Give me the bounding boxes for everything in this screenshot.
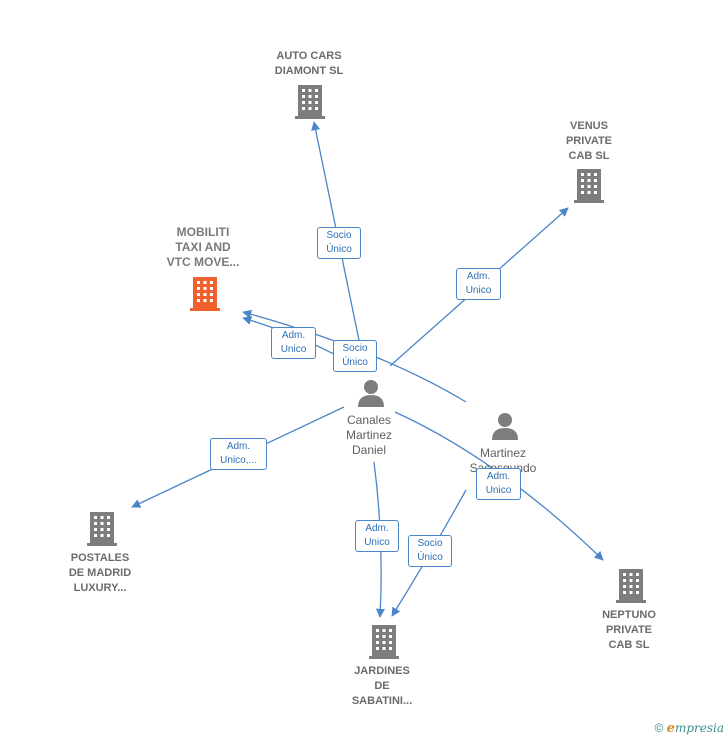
label-line: TAXI AND [175, 240, 231, 254]
edge-label-adm-unico[interactable]: Adm. Unico [355, 520, 399, 552]
label-line: Socio [342, 343, 368, 354]
edge-label-socio-unico[interactable]: Socio Único [333, 340, 377, 372]
label-line: Adm. [466, 271, 491, 282]
person-icon[interactable] [492, 413, 518, 440]
building-icon[interactable] [87, 512, 117, 546]
edge-label-adm-unico[interactable]: Adm. Unico [271, 327, 316, 359]
label-line: Unico [465, 285, 492, 296]
label-line: POSTALES [70, 552, 130, 564]
label-line: Martinez [479, 446, 526, 460]
label-line: Único [417, 552, 443, 563]
building-icon[interactable] [616, 569, 646, 603]
label-line: NEPTUNO [602, 609, 656, 621]
building-icon[interactable] [574, 169, 604, 203]
company-label-mobiliti[interactable]: MOBILITI TAXI AND VTC MOVE... [138, 225, 268, 270]
label-line: DIAMONT SL [274, 65, 344, 77]
label-line: LUXURY... [73, 582, 127, 594]
label-line: Canales [346, 413, 392, 427]
edge-label-adm-unico[interactable]: Adm. Unico,... [210, 438, 267, 470]
label-line: Socio [326, 230, 352, 241]
label-line: Unico [485, 485, 512, 496]
building-icon[interactable] [190, 277, 220, 311]
label-line: CAB SL [608, 639, 650, 651]
label-line: PRIVATE [565, 135, 613, 147]
label-line: Adm. [486, 471, 511, 482]
label-line: Socio [417, 538, 443, 549]
label-line: AUTO CARS [276, 50, 342, 62]
label-line: Adm. [281, 330, 306, 341]
label-line: Unico [280, 344, 307, 355]
label-line: Daniel [351, 443, 387, 457]
label-line: DE MADRID [68, 567, 132, 579]
brand-initial: e [666, 721, 675, 736]
label-line: Martinez [345, 428, 392, 442]
label-line: VTC MOVE... [166, 255, 240, 269]
label-line: Único [326, 244, 352, 255]
label-line: SABATINI... [351, 695, 413, 707]
edge-label-adm-unico[interactable]: Adm. Unico [456, 268, 501, 300]
label-line: PRIVATE [605, 624, 653, 636]
company-label-postales[interactable]: POSTALES DE MADRID LUXURY... [35, 551, 165, 596]
label-line: VENUS [570, 120, 608, 132]
label-line: DE [374, 680, 390, 692]
building-icon[interactable] [295, 85, 325, 119]
company-label-jardines[interactable]: JARDINES DE SABATINI... [317, 664, 447, 709]
label-line: JARDINES [354, 665, 410, 677]
label-line: MOBILITI [176, 225, 230, 239]
company-label-auto-cars[interactable]: AUTO CARS DIAMONT SL [244, 49, 374, 79]
edge-label-socio-unico[interactable]: Socio Único [408, 535, 452, 567]
label-line: Unico,... [220, 455, 257, 466]
company-label-venus[interactable]: VENUS PRIVATE CAB SL [524, 119, 654, 164]
label-line: Adm. [365, 523, 389, 534]
building-icon[interactable] [369, 625, 399, 659]
label-line: Unico [364, 537, 390, 548]
label-line: Único [342, 357, 368, 368]
brand-logo: empresia [666, 721, 724, 736]
person-label-canales[interactable]: Canales Martinez Daniel [314, 413, 424, 458]
footer-credit[interactable]: © empresia [654, 721, 724, 736]
edge-label-socio-unico[interactable]: Socio Único [317, 227, 361, 259]
copyright-icon: © [654, 721, 664, 735]
label-line: CAB SL [568, 150, 610, 162]
edge-label-adm-unico[interactable]: Adm. Unico [476, 468, 521, 500]
company-label-neptuno[interactable]: NEPTUNO PRIVATE CAB SL [564, 608, 694, 653]
brand-name: mpresia [674, 721, 724, 735]
label-line: Adm. [226, 441, 251, 452]
person-icon[interactable] [358, 380, 384, 407]
